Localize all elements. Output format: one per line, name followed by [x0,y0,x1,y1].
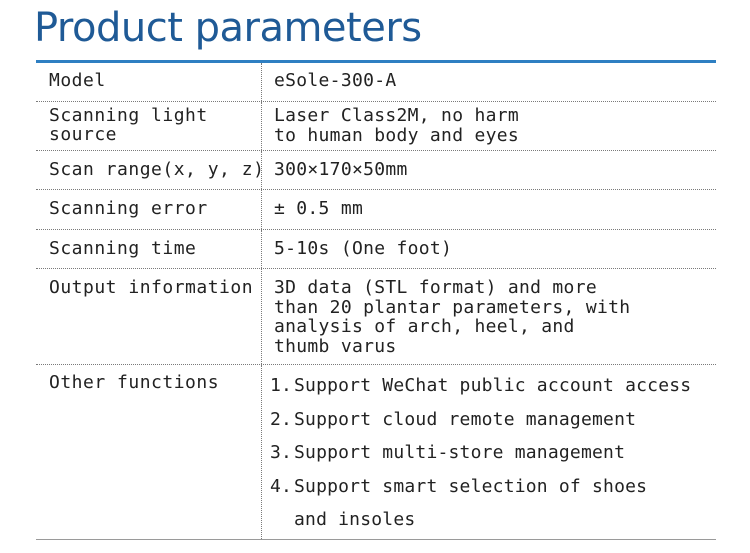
row-value: 3D data (STL format) and more than 20 pl… [274,277,631,357]
row-label: Scanning error [49,198,208,219]
column-divider [261,269,262,364]
list-text: Support multi-store management [294,442,626,463]
row-label: Output information [49,277,254,298]
row-value: Laser Class2M, no harm to human body and… [274,105,520,146]
page-title: Product parameters [34,5,422,51]
list-item: 2.Support cloud remote management [270,403,691,437]
row-value: 5-10s (One foot) [274,238,453,259]
column-divider [261,190,262,229]
parameters-table: Model eSole-300-A Scanning light source … [36,63,716,540]
row-label: Scanning time [49,238,197,259]
table-row-scanning-error: Scanning error ± 0.5 mm [36,190,716,230]
table-row-other-functions: Other functions 1.Support WeChat public … [36,365,716,540]
column-divider [261,63,262,101]
column-divider [261,365,262,539]
list-number: 4. [270,475,293,497]
row-label: Scanning light source [49,105,208,145]
list-item: 3.Support multi-store management [270,436,691,470]
table-row-scan-range: Scan range(x, y, z) 300×170×50mm [36,151,716,190]
row-label: Other functions [49,372,220,393]
row-value: eSole-300-A [274,70,397,91]
row-value: 300×170×50mm [274,159,408,180]
list-item: 1.Support WeChat public account access [270,369,691,403]
list-text: Support cloud remote management [294,408,637,430]
list-text: Support smart selection of shoes [294,475,648,497]
list-number: 1. [270,375,293,396]
title-underline [36,60,716,63]
list-number: 2. [270,408,293,430]
column-divider [261,102,262,150]
functions-list: 1.Support WeChat public account access 2… [270,369,691,537]
table-row-output-information: Output information 3D data (STL format) … [36,269,716,365]
row-value: ± 0.5 mm [274,198,364,219]
table-row-light-source: Scanning light source Laser Class2M, no … [36,102,716,151]
list-item-continuation: and insoles [294,509,416,530]
list-number: 3. [270,442,293,463]
row-label: Scan range(x, y, z) [49,159,265,180]
table-row-scanning-time: Scanning time 5-10s (One foot) [36,230,716,269]
column-divider [261,230,262,268]
row-label: Model [49,70,106,91]
list-item: 4.Support smart selection of shoes [270,470,691,504]
table-row-model: Model eSole-300-A [36,63,716,102]
column-divider [261,151,262,189]
list-text: Support WeChat public account access [294,375,692,396]
